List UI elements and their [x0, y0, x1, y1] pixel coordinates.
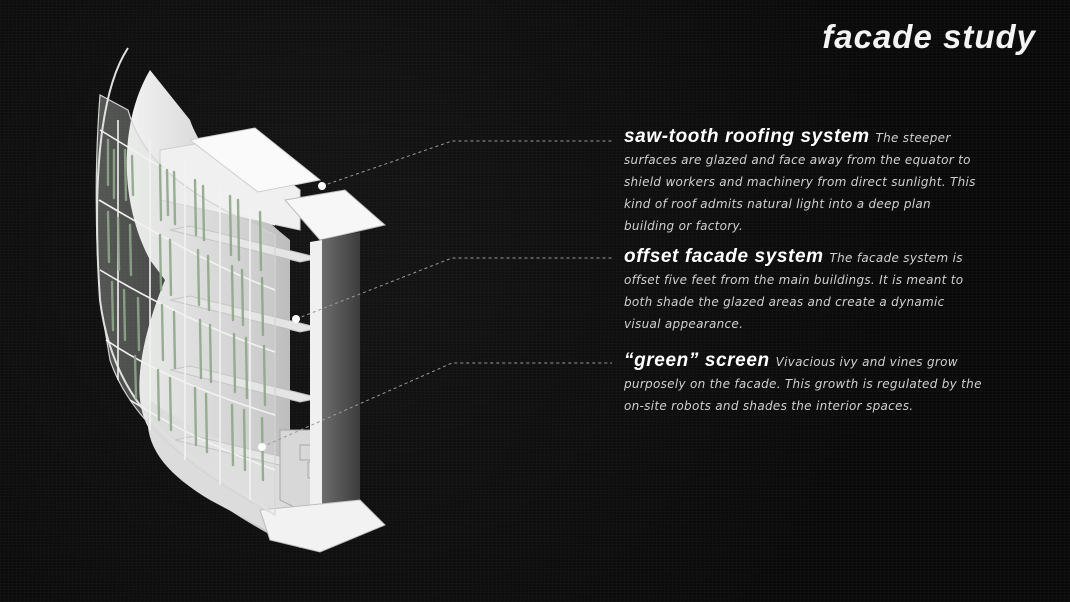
roof-upper-step — [188, 127, 322, 193]
callout-green-screen: “green” screen Vivacious ivy and vines g… — [624, 350, 984, 417]
leader-green-screen — [261, 362, 612, 448]
side-wall-edge — [310, 240, 322, 540]
callout-heading: saw-tooth roofing system — [624, 126, 876, 147]
leader-roof — [321, 140, 612, 187]
marker-offset-facade — [292, 315, 300, 323]
callout-body: The steeper surfaces are glazed and face… — [624, 131, 976, 233]
side-wall — [320, 232, 360, 535]
roof-top-cap — [284, 189, 387, 241]
callout-body: The facade system is offset five feet fr… — [624, 251, 964, 331]
callout-offset-facade: offset facade system The facade system i… — [624, 246, 984, 335]
callout-heading: offset facade system — [624, 246, 830, 267]
ivy-vines — [106, 138, 267, 482]
page-title: facade study — [822, 18, 1036, 55]
callout-heading: “green” screen — [624, 350, 776, 371]
callout-sawtooth-roof: saw-tooth roofing system The steeper sur… — [624, 126, 984, 237]
marker-green-screen — [258, 443, 266, 451]
screen-frame-arc — [96, 47, 276, 516]
callout-body: Vivacious ivy and vines grow purposely o… — [624, 355, 982, 413]
callout-leaders — [261, 140, 612, 448]
base-slab — [259, 499, 386, 553]
marker-roof — [318, 182, 326, 190]
leader-offset-facade — [295, 257, 612, 320]
